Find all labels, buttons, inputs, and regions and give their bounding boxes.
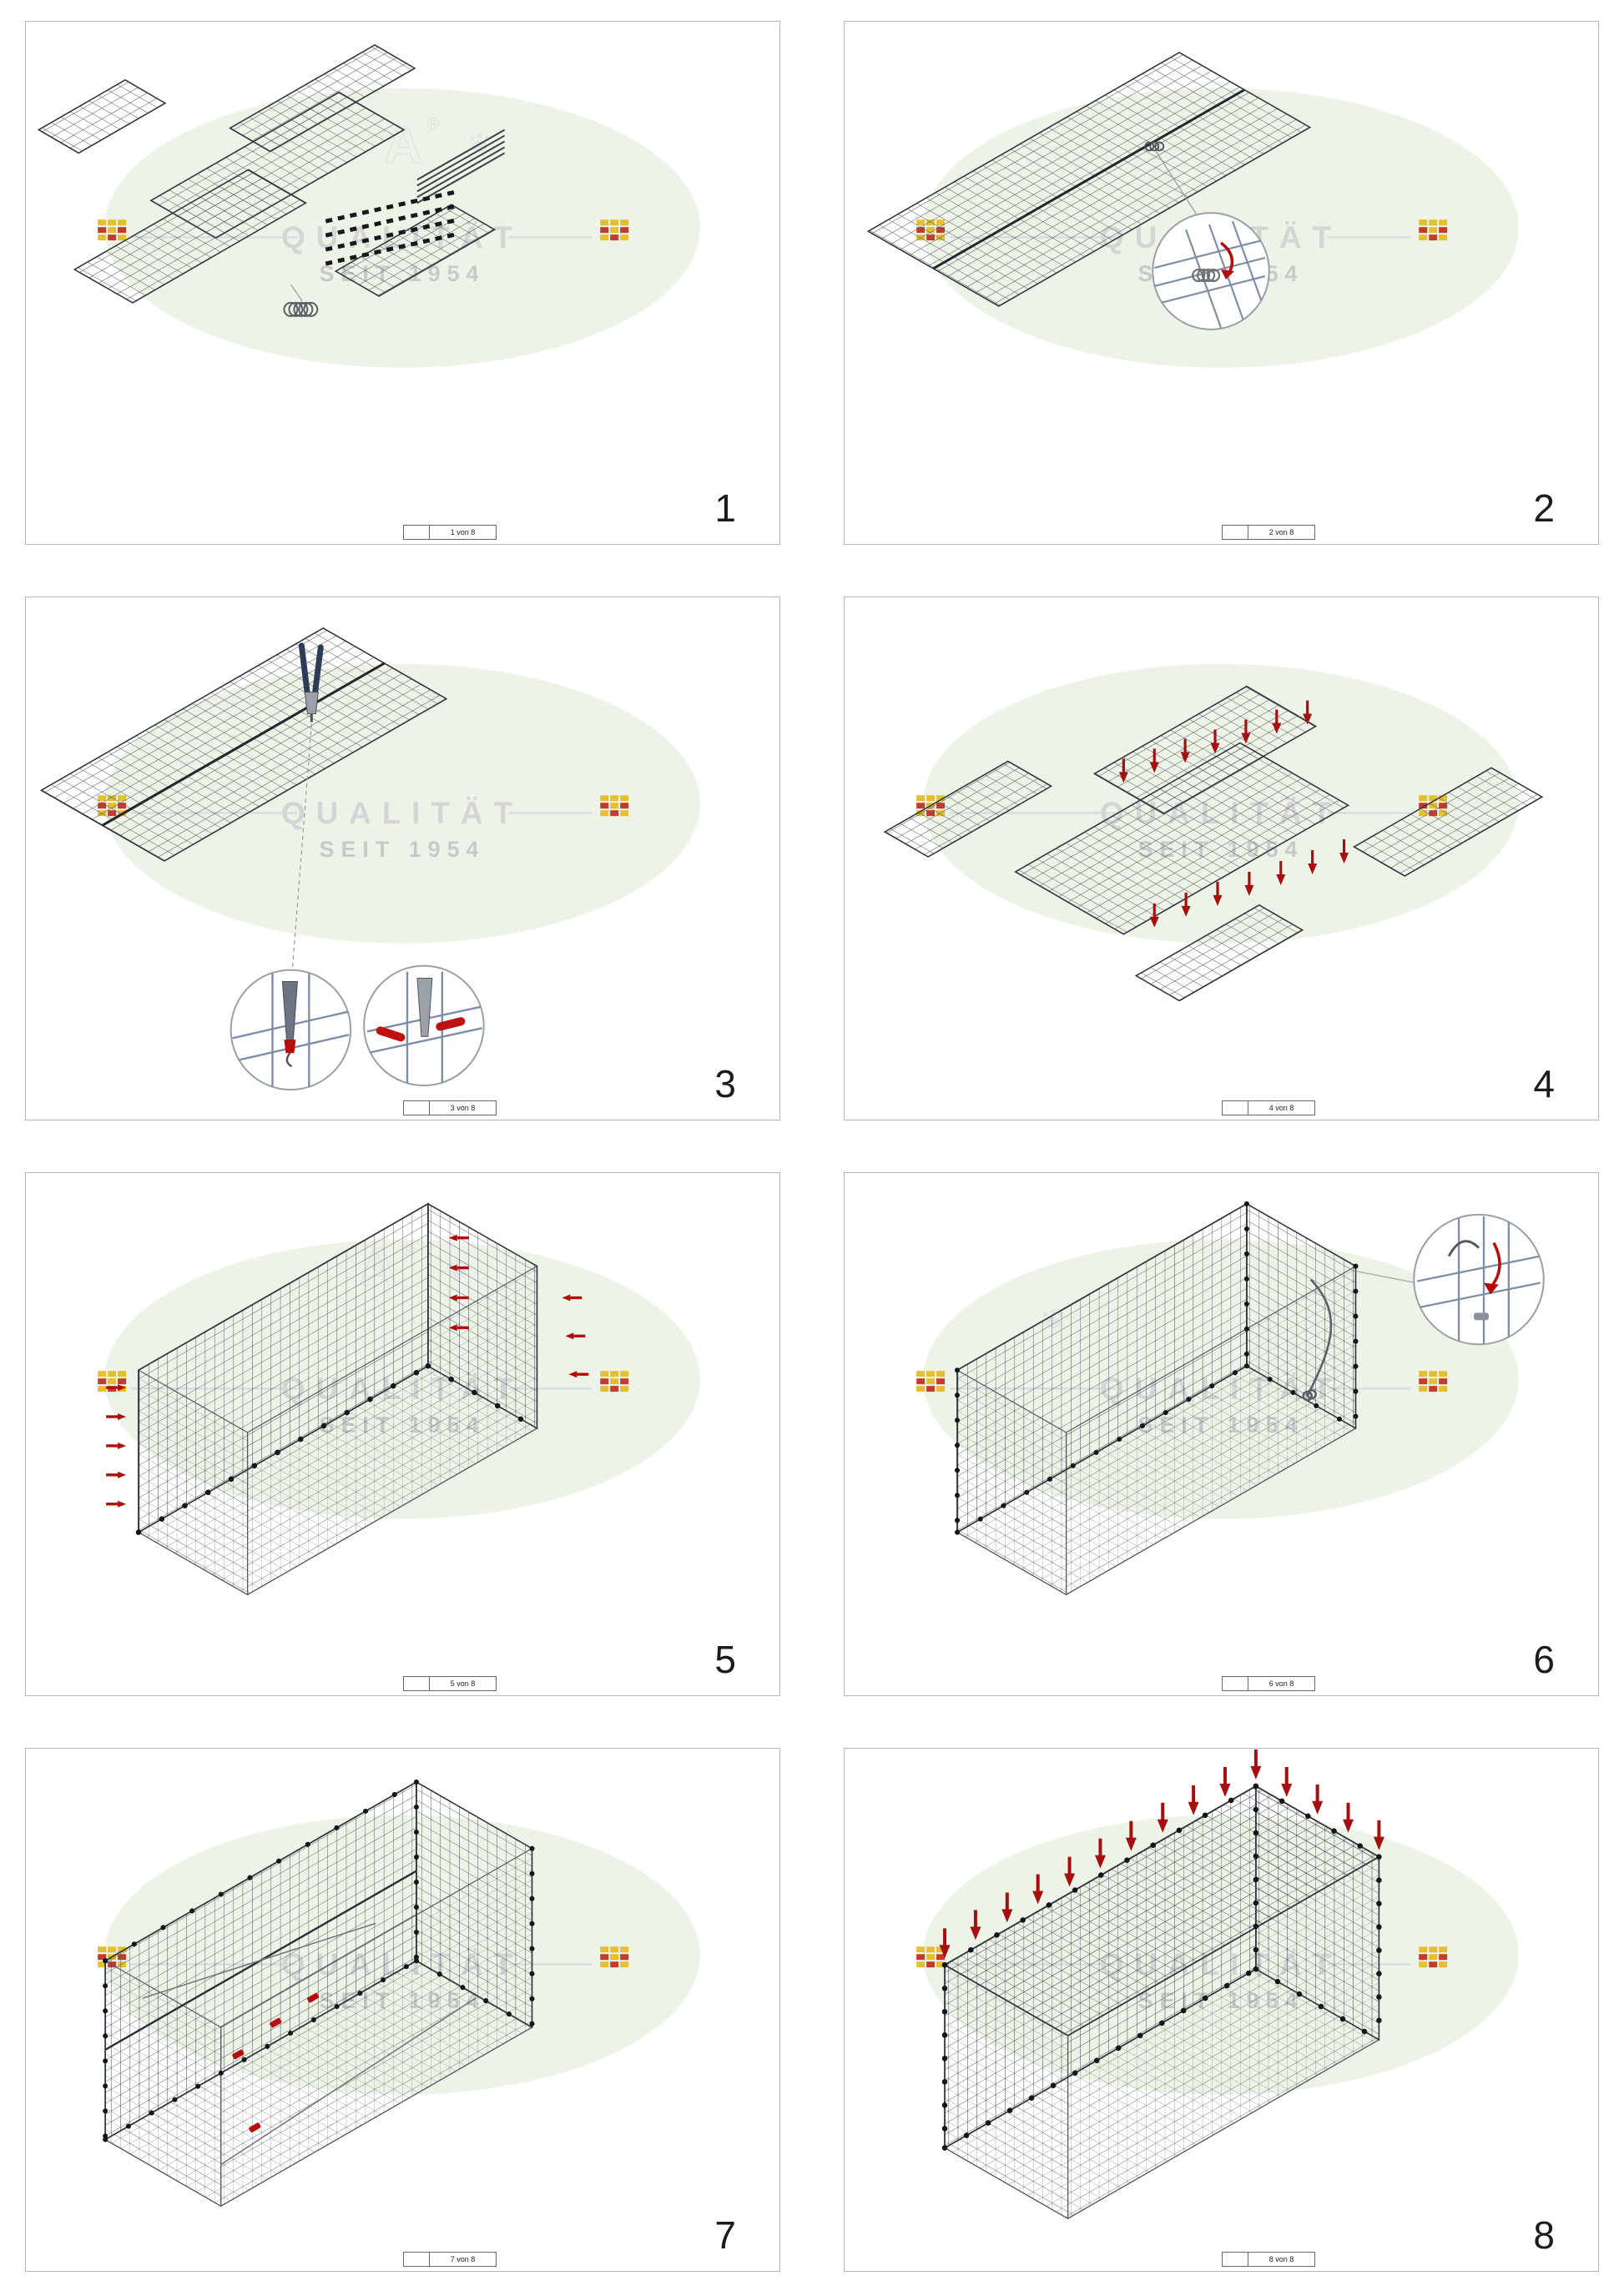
step-7-drawing [103,1779,535,2208]
step-3-drawing [39,627,485,1091]
zoom-detail-circle [1413,1213,1545,1346]
step-number: 3 [714,1062,736,1105]
red-clip [376,1026,406,1042]
clip-tool [416,978,433,1037]
fastener-dots [135,1363,540,1535]
step-8-drawing [937,1749,1386,2220]
sheet-label: 7 von 8 [450,2255,476,2263]
watermark-logo-right-icon [600,1946,629,1968]
mesh-panels [883,685,1544,1002]
spiral-coil-icon [283,284,319,317]
watermark-logo-left-icon [916,1371,946,1392]
leader-line [1355,1270,1416,1284]
title-block-cell [404,1101,430,1115]
step-panel-3: QUALITÄT SEIT 1954 ® [25,597,780,1120]
gabion-cage [137,1202,538,1596]
title-block-cell [1223,2253,1248,2266]
tension-rods [416,128,506,204]
title-block: 2 von 8 [1222,525,1315,540]
sheet-label: 8 von 8 [1268,2255,1294,2263]
watermark-title: QUALITÄT [281,796,523,830]
pliers-icon [298,642,324,723]
step-panel-1: QUALITÄT SEIT 1954 A ® [25,21,780,545]
red-clip [436,1017,466,1031]
spiral-coil-icon [1144,141,1165,152]
mesh-panels [37,43,497,304]
title-block: 6 von 8 [1222,1676,1315,1691]
step-number: 5 [714,1638,736,1681]
step-number: 4 [1533,1062,1555,1105]
watermark-logo-right-icon [1419,1946,1448,1968]
step-number: 6 [1533,1638,1555,1681]
step-number: 2 [1533,486,1555,530]
step-number: 1 [714,486,736,530]
red-clip [284,1040,296,1054]
red-arrow-head [1483,1282,1499,1295]
step-panel-2: QUALITÄT SEIT 1954 [844,21,1599,545]
gabion-cage [956,1202,1357,1596]
title-block: 4 von 8 [1222,1100,1315,1115]
watermark-logo-right-icon [1419,219,1448,241]
zoom-detail-circle [229,969,352,1091]
step-1-drawing [37,43,506,317]
red-arrow-head [1221,269,1234,280]
watermark-logo-left-icon [916,1946,946,1968]
watermark-logo-right-icon [1419,1371,1448,1392]
spiral-seam [932,88,1245,270]
title-block-cell [1223,1101,1248,1115]
title-block: 7 von 8 [403,2252,497,2267]
zoom-detail-circle [363,964,485,1087]
watermark-logo-right-icon [600,795,629,817]
step-number: 7 [714,2213,736,2257]
cross-brace [142,1922,376,1999]
registered-mark: ® [427,116,440,134]
step-number: 8 [1533,2213,1555,2257]
step-panel-5: QUALITÄT SEIT 1954 A ® [25,1172,780,1696]
title-block-cell [404,526,430,539]
zoom-detail-circle [1152,212,1270,330]
spiral-coil-icon [1192,268,1221,283]
title-block-cell [1223,1677,1248,1690]
cross-brace [220,1997,477,2166]
spiral-seam [102,662,386,827]
closing-spiral-wire [1302,1278,1333,1402]
step-6-drawing [955,1201,1545,1596]
spiral-end [1474,1312,1489,1321]
sheet-label: 3 von 8 [450,1104,476,1112]
sheet-label: 2 von 8 [1268,528,1294,536]
title-block-cell [1223,526,1248,539]
red-clips [232,1992,320,2132]
title-block: 8 von 8 [1222,2252,1315,2267]
step-5-drawing [104,1202,590,1596]
watermark-subtitle: SEIT 1954 [320,837,486,862]
step-panel-8: QUALITÄT SEIT 1954 [844,1748,1599,2272]
step-panel-7: QUALITÄT SEIT 1954 [25,1748,780,2272]
spiral-hook [1447,1240,1480,1257]
sheet-label: 5 von 8 [450,1679,476,1688]
sheet-label: 4 von 8 [1268,1104,1294,1112]
fastener-dots [941,1783,1382,2151]
step-panel-6: QUALITÄT SEIT 1954 [844,1172,1599,1696]
title-block: 3 von 8 [403,1100,497,1115]
leader-line [1155,151,1202,222]
leader-line [291,723,312,969]
gabion-cage [103,1780,533,2208]
step-4-drawing [883,685,1544,1002]
watermark-logo-left-icon [98,219,127,241]
gabion-cage [943,1785,1381,2220]
title-block: 1 von 8 [403,525,497,540]
fastener-dots [955,1201,1359,1535]
title-block: 5 von 8 [403,1676,497,1691]
clip-row-dashes [325,189,456,266]
paw-icon [469,133,490,153]
fastener-dots [103,1779,535,2142]
sheet-label: 6 von 8 [1268,1679,1294,1688]
title-block-cell [404,2253,430,2266]
watermark-logo-right-icon [600,1371,629,1392]
step-2-drawing [866,51,1312,330]
watermark-logo-right-icon [600,219,629,241]
step-panel-4: QUALITÄT SEIT 1954 4 4 von 8 [844,597,1599,1120]
sheet-label: 1 von 8 [450,528,476,536]
title-block-cell [404,1677,430,1690]
